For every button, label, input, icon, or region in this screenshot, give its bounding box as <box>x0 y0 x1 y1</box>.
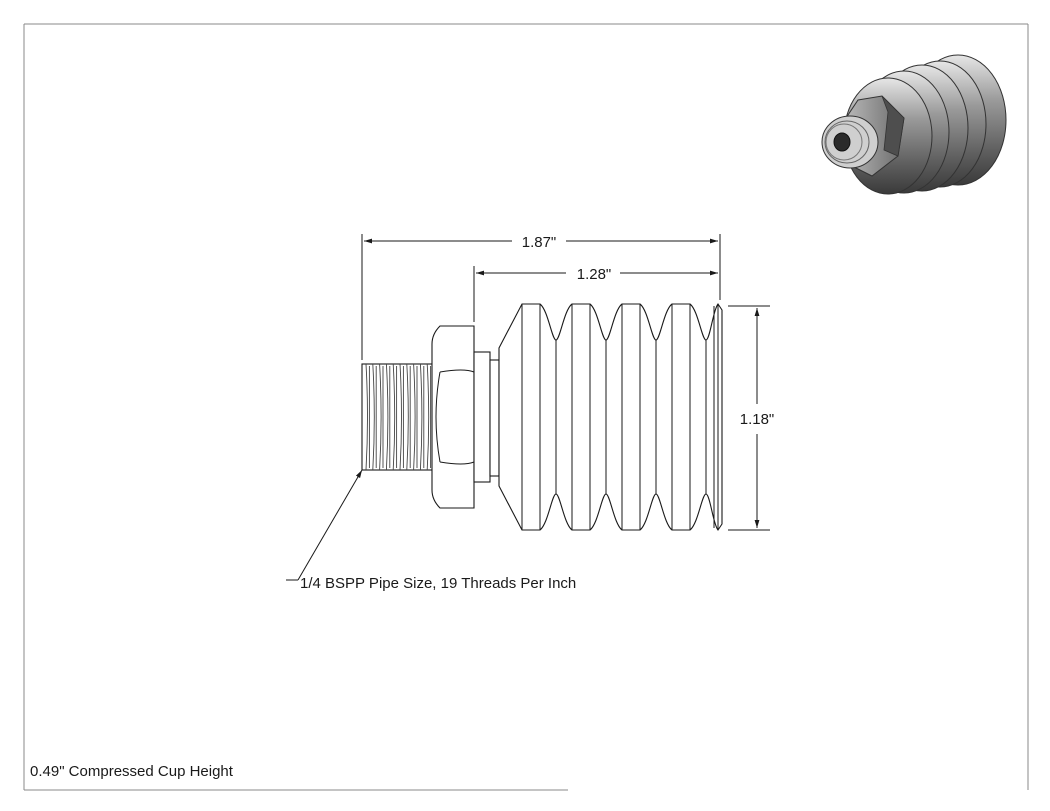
thread-callout-text: 1/4 BSPP Pipe Size, 19 Threads Per Inch <box>300 575 576 592</box>
dimension-body-length <box>473 266 718 322</box>
thread-crest <box>419 363 425 471</box>
footer-note: 0.49" Compressed Cup Height <box>30 763 234 780</box>
thread-crest <box>392 363 398 471</box>
thread-crest <box>372 363 377 471</box>
dimension-label-body-length: 1.28" <box>577 266 612 283</box>
dimension-overall-length <box>361 234 721 360</box>
dimension-label-overall-length: 1.87" <box>522 234 557 251</box>
thread-crest <box>365 363 370 471</box>
thread-leader <box>286 469 363 581</box>
dimension-label-diameter: 1.18" <box>740 411 775 428</box>
thread-crest <box>379 363 384 471</box>
thread-crest <box>385 363 391 471</box>
thread-crest <box>413 363 418 471</box>
thread-crest <box>406 363 411 471</box>
thread-crest <box>426 363 432 471</box>
thread-stub <box>361 363 441 471</box>
isometric-render <box>821 54 1007 195</box>
hex-nut <box>431 325 475 509</box>
thread-crest <box>399 363 404 471</box>
dimension-diameter <box>728 305 770 531</box>
side-view <box>361 303 723 531</box>
sheet-border <box>23 23 1029 791</box>
bellows-body <box>498 303 723 531</box>
